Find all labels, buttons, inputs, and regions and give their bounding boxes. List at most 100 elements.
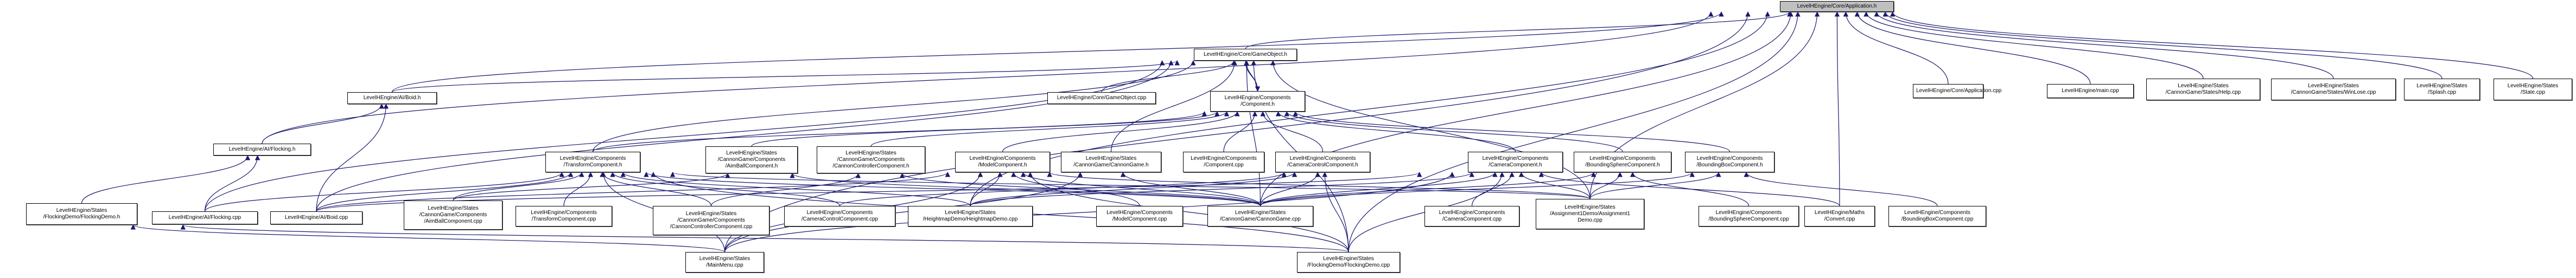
edge-cannongame_cpp-to-gameobject_h: [1244, 60, 1261, 206]
graph-node-aimball-h[interactable]: LevelHEngine/States/CannonGame/Component…: [705, 146, 798, 173]
node-label-line: /Component.h: [1241, 101, 1275, 107]
graph-node-boid-cpp[interactable]: LevelHEngine/AI/Boid.cpp: [270, 211, 362, 224]
graph-node-cannongame-h[interactable]: LevelHEngine/States/CannonGame/CannonGam…: [1061, 152, 1161, 172]
graph-node-splash-cpp[interactable]: LevelHEngine/States/Splash.cpp: [2404, 79, 2480, 100]
edge-boid_cpp-to-model_h: [316, 172, 950, 212]
edge-cannongame_h-to-gameobject_h: [1110, 60, 1237, 152]
edge-cannongame_cpp-to-cannongame_h: [1120, 172, 1261, 206]
edge-heightmap_cpp-to-camera_h: [970, 172, 1474, 206]
node-label-line: LevelHEngine/States: [1564, 204, 1615, 210]
graph-node-heightmap-cpp[interactable]: LevelHEngine/States/HeightmapDemo/Height…: [908, 206, 1033, 227]
edge-boid_cpp-to-transform_h: [316, 172, 574, 212]
edge-main_cpp-to-app_h: [1854, 11, 2091, 85]
graph-node-component-h[interactable]: LevelHEngine/Components/Component.h: [1210, 91, 1305, 112]
graph-node-winlose-cpp[interactable]: LevelHEngine/States/CannonGame/States/Wi…: [2271, 79, 2396, 100]
graph-node-model-cpp[interactable]: LevelHEngine/Components/ModelComponent.c…: [1096, 206, 1183, 227]
node-label-line: LevelHEngine/Core/GameObject.h: [1204, 51, 1287, 57]
node-label-line: /CannonGame/Components: [677, 217, 745, 223]
node-label-line: LevelHEngine/States: [2507, 83, 2559, 89]
edge-cannongame_cpp-to-camctrl_h: [1260, 172, 1321, 206]
edge-camctrl_cpp-to-camctrl_h: [839, 172, 1287, 206]
graph-node-bsphere-h[interactable]: LevelHEngine/Components/BoundingSphereCo…: [1574, 152, 1671, 172]
graph-node-bbox-cpp[interactable]: LevelHEngine/Components/BoundingBoxCompo…: [1888, 206, 1986, 227]
graph-node-camctrl-h[interactable]: LevelHEngine/Components/CameraControlCom…: [1275, 152, 1370, 172]
edge-boid_cpp-to-camera_h: [316, 172, 1422, 212]
node-label-line: LevelHEngine/Components: [1904, 210, 1970, 216]
node-label-line: /TransformComponent.h: [563, 162, 622, 168]
graph-node-help-cpp[interactable]: LevelHEngine/States/CannonGame/States/He…: [2146, 79, 2260, 100]
graph-node-gameobject-cpp[interactable]: LevelHEngine/Core/GameObject.cpp: [1047, 92, 1156, 104]
graph-node-transform-h[interactable]: LevelHEngine/Components/TransformCompone…: [545, 152, 640, 172]
graph-node-aimball-cpp[interactable]: LevelHEngine/States/CannonGame/Component…: [404, 201, 503, 230]
graph-node-flockdemo-cpp[interactable]: LevelHEngine/States/FlockingDemo/Flockin…: [1297, 252, 1400, 273]
graph-node-main-cpp[interactable]: LevelHEngine/main.cpp: [2047, 84, 2134, 98]
graph-node-app-h[interactable]: LevelHEngine/Core/Application.h: [1780, 1, 1894, 12]
graph-node-bbox-h[interactable]: LevelHEngine/Components/BoundingBoxCompo…: [1685, 152, 1774, 172]
node-label-line: /CannonGame/States/Help.cpp: [2165, 89, 2241, 95]
graph-node-flocking-cpp[interactable]: LevelHEngine/AI/Flocking.cpp: [152, 211, 258, 224]
node-label-line: /CannonGame/States/WinLose.cpp: [2291, 89, 2376, 95]
graph-node-state-cpp[interactable]: LevelHEngine/States/State.cpp: [2494, 79, 2572, 100]
edge-assign1_cpp-to-gameobject_h: [1270, 60, 1591, 199]
edge-gameobject_cpp-to-gameobject_h: [1101, 60, 1237, 93]
graph-node-cannonctrl-cpp[interactable]: LevelHEngine/States/CannonGame/Component…: [653, 206, 769, 235]
graph-node-camera-cpp[interactable]: LevelHEngine/Components/CameraComponent.…: [1424, 206, 1519, 227]
graph-node-camera-h[interactable]: LevelHEngine/Components/CameraComponent.…: [1468, 152, 1563, 172]
node-label-line: LevelHEngine/States: [1323, 256, 1374, 262]
edge-cannongame_cpp-to-aimball_h: [790, 173, 1261, 206]
edge-aimball_cpp-to-transform_h: [453, 172, 584, 201]
graph-node-mainmenu-cpp[interactable]: LevelHEngine/States/MainMenu.cpp: [685, 252, 764, 273]
node-label-line: Demo.cpp: [1578, 217, 1602, 223]
edge-bsphere_cpp-to-bsphere_h: [1630, 172, 1750, 206]
edge-heightmap_cpp-to-app_h: [970, 11, 1770, 206]
node-label-line: LevelHEngine/Components: [1191, 156, 1257, 161]
node-label-line: /CameraControlComponent.cpp: [801, 216, 879, 222]
node-label-line: LevelHEngine/Maths: [1814, 210, 1865, 216]
node-label-line: LevelHEngine/States: [2416, 83, 2467, 89]
edge-camctrl_cpp-to-transform_h: [610, 172, 841, 206]
node-label-line: /CameraControlComponent.h: [1287, 162, 1358, 168]
edge-convert_cpp-to-app_h: [1834, 11, 1840, 206]
graph-node-convert-cpp[interactable]: LevelHEngine/Maths/Convert.cpp: [1804, 206, 1875, 227]
edge-cannongame_cpp-to-bsphere_h: [1260, 172, 1597, 206]
edge-cannonctrl_h-to-component_h: [870, 111, 1230, 147]
node-label-line: /CannonControllerComponent.cpp: [670, 224, 753, 230]
edge-cannongame_cpp-to-bbox_h: [1260, 172, 1695, 206]
node-label-line: /CannonControllerComponent.h: [832, 163, 909, 169]
graph-node-assign1-cpp[interactable]: LevelHEngine/States/Assignment1Demo/Assi…: [1536, 199, 1644, 229]
edge-heightmap_cpp-to-camctrl_h: [970, 172, 1297, 206]
node-label-line: /Splash.cpp: [2427, 89, 2457, 95]
graph-node-bsphere-cpp[interactable]: LevelHEngine/Components/BoundingSphereCo…: [1699, 206, 1799, 227]
graph-node-camctrl-cpp[interactable]: LevelHEngine/Components/CameraControlCom…: [784, 206, 895, 227]
graph-node-flocking-h[interactable]: LevelHEngine/AI/Flocking.h: [213, 144, 311, 156]
edge-boid_cpp-to-gameobject_h: [316, 60, 1174, 212]
node-label-line: /Convert.cpp: [1824, 216, 1855, 222]
edge-component_cpp-to-component_h: [1223, 111, 1258, 152]
graph-node-app-cpp[interactable]: LevelHEngine/Core/Application.cpp: [1913, 84, 2001, 98]
edge-app_cpp-to-app_h: [1843, 11, 1949, 85]
node-label-line: /CannonGame/Components: [717, 157, 786, 163]
node-label-line: /ModelComponent.h: [978, 162, 1027, 168]
graph-node-cannonctrl-h[interactable]: LevelHEngine/States/CannonGame/Component…: [817, 146, 925, 173]
node-label-line: /MainMenu.cpp: [706, 262, 743, 268]
node-label-line: /AimBallComponent.cpp: [424, 218, 482, 224]
node-label-line: LevelHEngine/Components: [559, 156, 626, 161]
graph-node-gameobject-h[interactable]: LevelHEngine/Core/GameObject.h: [1194, 49, 1297, 61]
node-label-line: LevelHEngine/Components: [1482, 156, 1549, 161]
graph-node-model-h[interactable]: LevelHEngine/Components/ModelComponent.h: [955, 152, 1050, 172]
graph-node-boid-h[interactable]: LevelHEngine/AI/Boid.h: [347, 92, 437, 104]
edge-mainmenu_cpp-to-flockdemo_h: [130, 224, 726, 253]
graph-node-flockdemo-h[interactable]: LevelHEngine/States/FlockingDemo/Flockin…: [26, 203, 137, 225]
edge-cannongame_cpp-to-model_h: [1020, 172, 1261, 206]
node-label-line: LevelHEngine/States: [2308, 83, 2359, 89]
edge-cannongame_cpp-to-transform_h: [644, 172, 1261, 206]
graph-node-cannongame-cpp[interactable]: LevelHEngine/States/CannonGame/CannonGam…: [1207, 206, 1313, 227]
graph-node-transform-cpp[interactable]: LevelHEngine/Components/TransformCompone…: [516, 206, 612, 227]
edge-flocking_cpp-to-flocking_h: [204, 155, 260, 212]
edge-assign1_cpp-to-bsphere_h: [1589, 172, 1623, 199]
node-label-line: LevelHEngine/Components: [969, 156, 1036, 161]
graph-node-component-cpp[interactable]: LevelHEngine/Components/Component.cpp: [1183, 152, 1264, 172]
edge-transform_h-to-gameobject_h: [592, 60, 1196, 152]
node-label-line: /HeightmapDemo/HeightmapDemo.cpp: [923, 216, 1018, 222]
